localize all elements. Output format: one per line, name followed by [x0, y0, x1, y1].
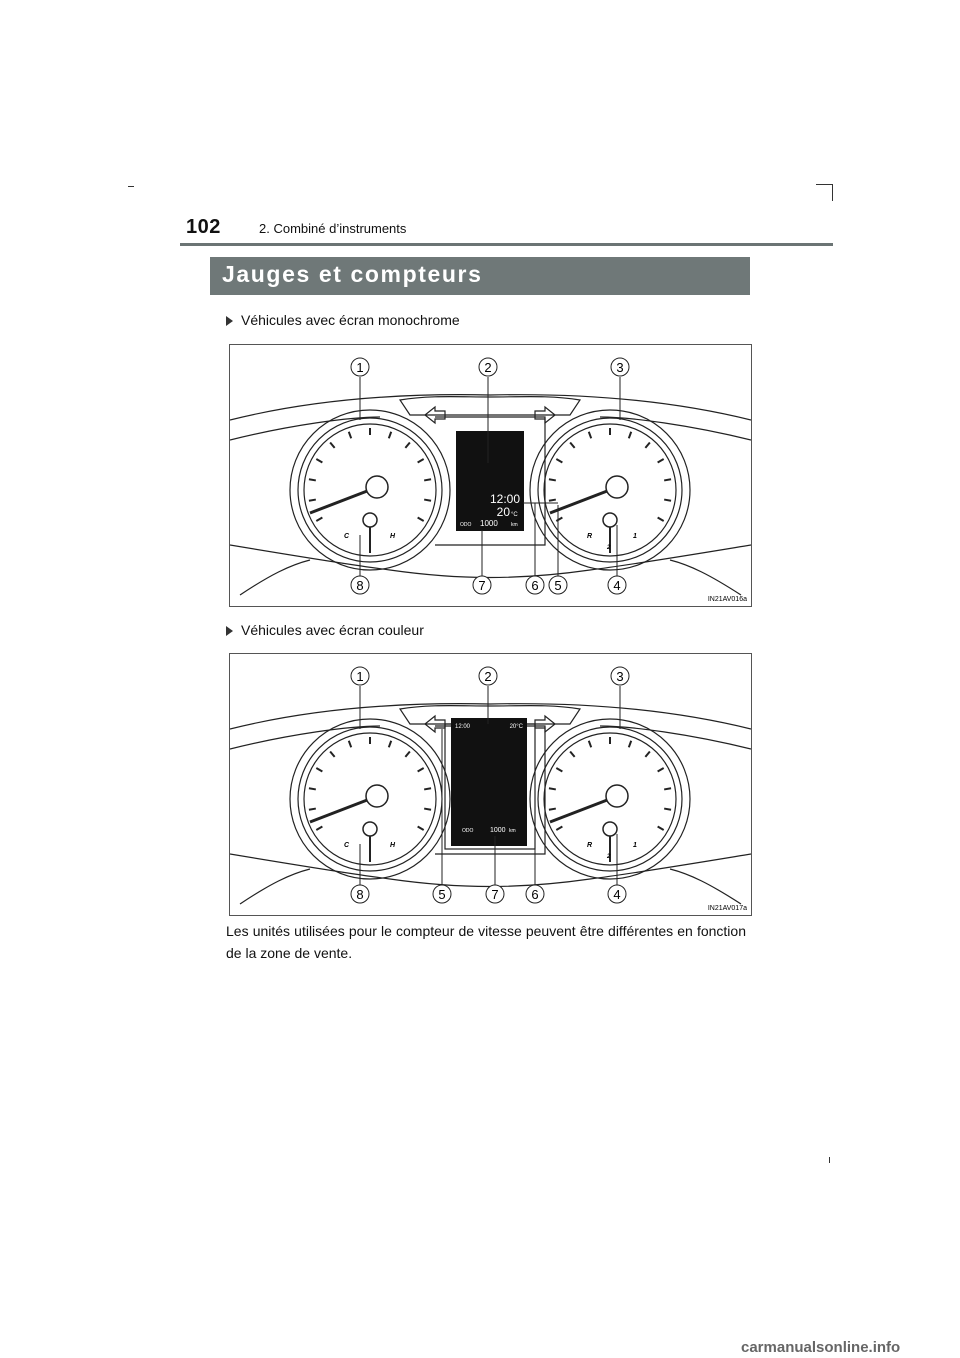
- display-temp: 20°C: [510, 724, 524, 730]
- image-code: IN21AV017a: [708, 905, 747, 912]
- watermark: carmanualsonline.info: [741, 1339, 901, 1356]
- figure-caption-2: Véhicules avec écran couleur: [226, 622, 424, 638]
- gauge-hot-label: H: [390, 842, 396, 849]
- crop-mark: [829, 1157, 830, 1163]
- callout-1: 1: [356, 360, 363, 375]
- crop-mark: [816, 184, 833, 185]
- gauge-reserve-label: R: [587, 842, 592, 849]
- body-paragraph: Les unités utilisées pour le compteur de…: [226, 923, 746, 961]
- gauge-reserve-label: R: [587, 533, 592, 540]
- callout-5: 5: [438, 887, 445, 902]
- callout-2: 2: [484, 669, 491, 684]
- display-clock: 12:00: [455, 724, 471, 730]
- callout-4: 4: [613, 887, 620, 902]
- display-odo-value: 1000: [480, 519, 498, 528]
- instrument-cluster-figure-color: 12:00 20°C ODO 1000 km C H R 1 2 1 2 3 8: [229, 653, 752, 916]
- callout-7: 7: [478, 578, 485, 593]
- bullet-arrow-icon: [226, 626, 233, 637]
- callout-4: 4: [613, 578, 620, 593]
- gauge-half-label: 2: [606, 545, 611, 551]
- callout-6: 6: [531, 578, 538, 593]
- section-title-bar: Jauges et compteurs: [210, 257, 750, 295]
- figure-caption-1: Véhicules avec écran monochrome: [226, 312, 460, 328]
- callout-1: 1: [356, 669, 363, 684]
- callout-3: 3: [616, 360, 623, 375]
- instrument-cluster-figure-mono: 12:00 20 °C ODO 1000 km C H R 1 2 1: [229, 344, 752, 607]
- gauge-half-label: 2: [606, 854, 611, 860]
- callout-7: 7: [491, 887, 498, 902]
- gauge-full-label: 1: [633, 842, 637, 849]
- gauge-cold-label: C: [344, 842, 350, 849]
- display-odo-unit: km: [509, 828, 516, 834]
- callout-5: 5: [554, 578, 561, 593]
- display-odo-value: 1000: [490, 827, 506, 834]
- display-odo-label: ODO: [460, 522, 472, 528]
- page-number: 102: [186, 216, 221, 238]
- callout-3: 3: [616, 669, 623, 684]
- callout-2: 2: [484, 360, 491, 375]
- display-temp: 20: [497, 505, 511, 519]
- callout-6: 6: [531, 887, 538, 902]
- caption-text: Véhicules avec écran monochrome: [241, 312, 460, 328]
- gauge-hot-label: H: [390, 533, 396, 540]
- display-odo-unit: km: [511, 522, 518, 528]
- crop-mark: [128, 186, 134, 187]
- callout-8: 8: [356, 578, 363, 593]
- image-code: IN21AV016a: [708, 596, 747, 603]
- display-odo-label: ODO: [462, 828, 474, 834]
- gauge-full-label: 1: [633, 533, 637, 540]
- display-clock: 12:00: [490, 492, 520, 506]
- section-title: Jauges et compteurs: [222, 261, 483, 287]
- crop-mark: [832, 184, 833, 201]
- chapter-title: 2. Combiné d’instruments: [259, 221, 407, 236]
- gauge-cold-label: C: [344, 533, 350, 540]
- header-rule: [180, 243, 833, 246]
- caption-text: Véhicules avec écran couleur: [241, 622, 424, 638]
- callout-8: 8: [356, 887, 363, 902]
- display-temp-unit: °C: [511, 512, 518, 518]
- bullet-arrow-icon: [226, 316, 233, 327]
